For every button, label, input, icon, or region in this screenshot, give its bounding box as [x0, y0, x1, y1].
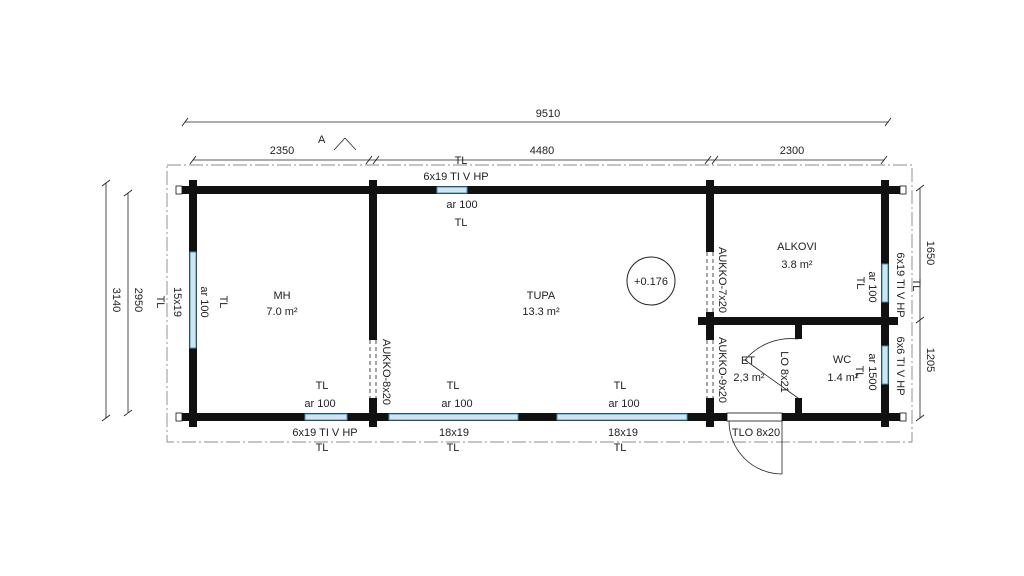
- overall-width-text: 9510: [536, 108, 560, 120]
- segment-left-text: 2350: [270, 145, 294, 157]
- room-mh-name: MH: [273, 290, 290, 302]
- level-marker: +0.176: [626, 256, 676, 306]
- right-dimensions: 1650 1205: [915, 184, 936, 422]
- overall-width-dimension: 9510: [181, 108, 892, 127]
- label-ru-ar: ar 100: [866, 271, 878, 302]
- label-rl-window: 6x6 TI V HP: [894, 336, 906, 395]
- label-bl-ar: ar 100: [304, 398, 335, 410]
- label-ru-window: 6x19 TI V HP: [894, 252, 906, 317]
- right-lower-text: 1205: [924, 348, 936, 372]
- walls: [178, 180, 902, 427]
- label-bl-tl-outer: TL: [316, 442, 329, 454]
- window-right-upper: [881, 263, 889, 303]
- room-et-name: ET: [741, 355, 755, 367]
- label-opening-alkovi: AUKKO-7x20: [716, 247, 728, 313]
- segment-middle-text: 4480: [530, 145, 554, 157]
- svg-text:A: A: [318, 134, 326, 146]
- room-mh-area: 7.0 m²: [266, 306, 298, 318]
- window-bottom-right: [556, 413, 688, 421]
- label-bm-ar: ar 100: [441, 398, 472, 410]
- label-left-tl-outer: TL: [154, 296, 166, 309]
- window-bottom-left: [304, 413, 348, 421]
- level-mark-text: +0.176: [634, 276, 668, 288]
- label-top-tl: TL: [455, 217, 468, 229]
- label-ru-tl: TL: [854, 277, 866, 290]
- label-br-ar: ar 100: [608, 398, 639, 410]
- label-rl-ar: ar 1500: [866, 353, 878, 390]
- label-br-tl: TL: [614, 380, 627, 392]
- label-top-window: 6x19 TI V HP: [423, 171, 488, 183]
- segment-right-text: 2300: [780, 145, 804, 157]
- label-left-tl: TL: [217, 296, 229, 309]
- room-alkovi-name: ALKOVI: [777, 241, 817, 253]
- label-br-tl-outer: TL: [614, 442, 627, 454]
- openings: [369, 252, 714, 398]
- label-tl-top: TL: [455, 155, 468, 167]
- label-bm-window: 18x19: [439, 427, 469, 439]
- window-bottom-mid: [388, 413, 519, 421]
- label-bm-tl-outer: TL: [447, 442, 460, 454]
- right-upper-text: 1650: [924, 241, 936, 265]
- label-door-entry: TLO 8x20: [732, 427, 780, 439]
- room-tupa-name: TUPA: [527, 290, 556, 302]
- label-opening-et: AUKKO-9x20: [716, 337, 728, 403]
- inner-height-text: 2950: [132, 288, 144, 312]
- label-br-window: 18x19: [608, 427, 638, 439]
- window-left: [189, 251, 197, 349]
- label-left-window: 15x19: [171, 287, 183, 317]
- label-bl-tl: TL: [316, 380, 329, 392]
- label-ru-tl-outer: TL: [910, 279, 922, 292]
- room-tupa-area: 13.3 m²: [522, 306, 560, 318]
- section-marker: A: [318, 134, 357, 151]
- wall-end-marks: [175, 185, 907, 422]
- wc-door: [744, 338, 799, 399]
- entry-door: [726, 412, 783, 475]
- room-wc-area: 1.4 m²: [827, 372, 859, 384]
- windows: [189, 186, 889, 421]
- room-wc-name: WC: [833, 354, 851, 366]
- label-bl-window: 6x19 TI V HP: [292, 427, 357, 439]
- label-door-wc: LO 8x21: [778, 351, 790, 393]
- window-right-lower: [881, 345, 889, 385]
- label-opening-mh: AUKKO-8x20: [380, 339, 392, 405]
- outer-boundary: [166, 164, 913, 443]
- label-bm-tl: TL: [447, 380, 460, 392]
- overall-height-text: 3140: [110, 288, 122, 312]
- label-top-ar: ar 100: [446, 199, 477, 211]
- label-rl-tl: TL: [853, 366, 865, 379]
- window-top: [436, 186, 468, 194]
- room-et-area: 2,3 m²: [733, 372, 765, 384]
- segment-dimensions: 2350 4480 2300: [189, 145, 888, 165]
- height-dimensions: 3140 2950: [101, 179, 144, 422]
- room-alkovi-area: 3.8 m²: [781, 259, 813, 271]
- label-left-ar: ar 100: [198, 286, 210, 317]
